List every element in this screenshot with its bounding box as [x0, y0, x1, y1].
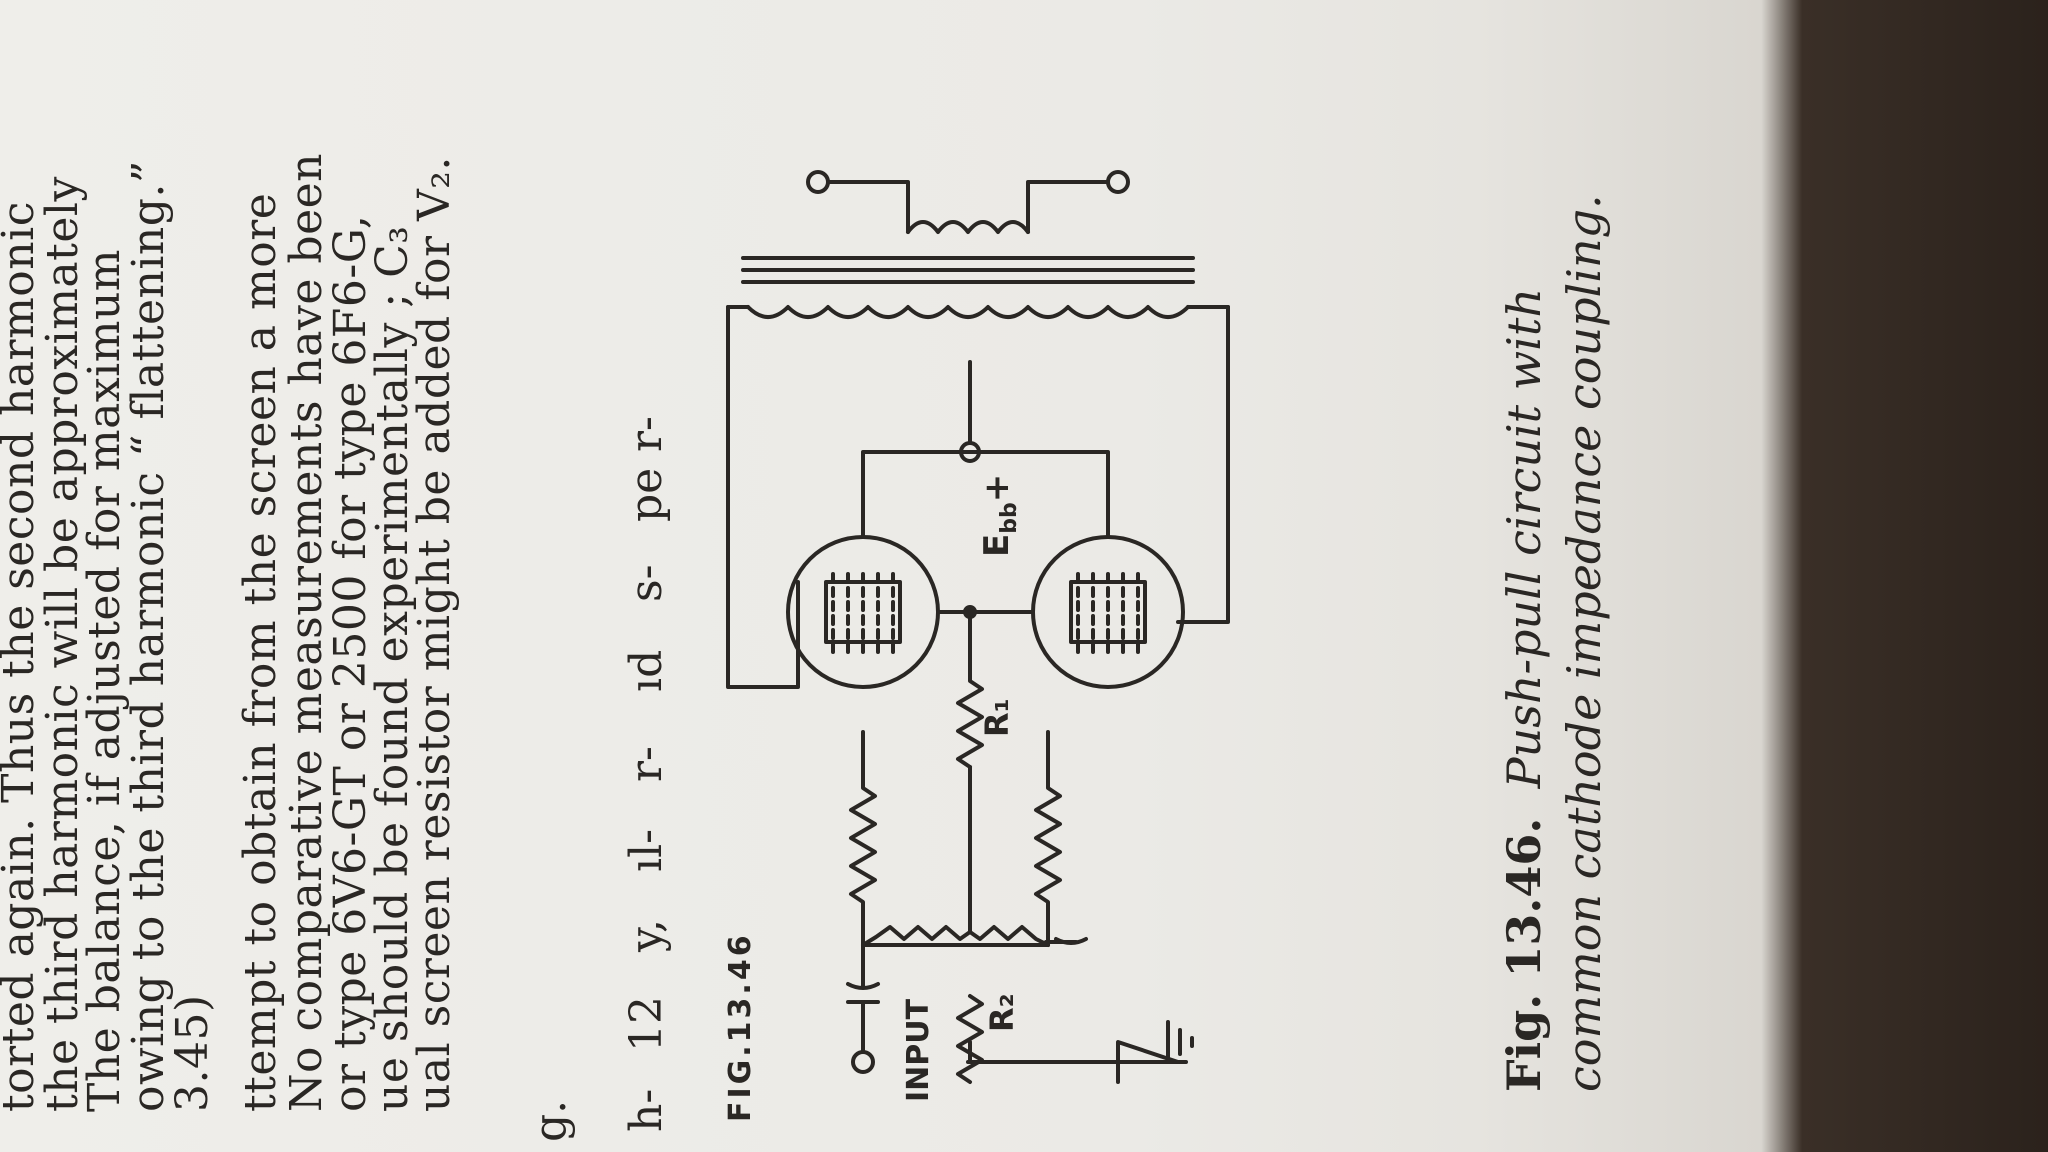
supply-subscript: bb [997, 502, 1022, 534]
figure-label: FIG.13.46 [723, 932, 758, 1122]
bypass-capacitor-curve [1054, 937, 1088, 945]
text-line-4: owing to the third harmonic “ flattening… [123, 160, 174, 1112]
supply-label: Ebb+ [977, 474, 1022, 557]
tube-v2-grids [1076, 570, 1140, 654]
transformer-core [741, 256, 1195, 284]
grid-divider-upper [861, 925, 972, 947]
r2-label: R₂ [983, 993, 1021, 1032]
input-label: INPUT [901, 998, 936, 1102]
output-terminal-2 [1106, 170, 1130, 194]
edge-fragment-6: r- [621, 746, 672, 782]
text-line-5: 3.45) [167, 994, 218, 1112]
edge-fragment-5: ıl- [621, 828, 672, 872]
cathode-junction [963, 605, 977, 619]
grid-resistor-2 [1034, 730, 1062, 947]
plate-lead-1 [726, 305, 800, 689]
transformer-secondary [906, 220, 1030, 234]
plate-lead-2 [1176, 305, 1230, 624]
input-terminal [851, 1050, 875, 1074]
transformer-primary [746, 305, 1190, 319]
edge-fragment-3: 12 [621, 996, 672, 1052]
edge-fragment-9: pe [621, 467, 672, 522]
book-page: torted again. Thus the second harmonic t… [0, 0, 1880, 1152]
supply-sign: + [977, 474, 1017, 503]
caption-text-1: Push-pull circuit with [1497, 288, 1551, 789]
edge-fragment-7: ıd [621, 649, 672, 692]
push-pull-circuit-diagram: INPUT FIG.13.46 R₁ R₂ Ebb+ [723, 170, 1230, 1122]
text-line-10: ual screen resistor might be added for V… [409, 156, 460, 1112]
tube-v2-plate [1069, 580, 1147, 644]
ground-symbol [1166, 1020, 1194, 1064]
secondary-leads [826, 180, 1110, 234]
grid-resistor-1 [849, 730, 877, 947]
r1-label: R₁ [978, 698, 1016, 737]
edge-fragment-10: r- [621, 416, 672, 452]
input-return [1116, 1040, 1180, 1084]
screen-bus [861, 450, 1110, 539]
text-line-6: ttempt to obtain from the screen a more [235, 192, 286, 1112]
edge-fragment-8: s- [621, 564, 672, 602]
tube-v1-grids [831, 570, 895, 654]
supply-letter: E [977, 534, 1017, 557]
figure-caption-line-1: Fig. 13.46. Push-pull circuit with [1496, 288, 1552, 1092]
edge-fragment-2: h- [621, 1088, 672, 1132]
r1-resistor [956, 610, 984, 769]
grid-divider-lower [968, 925, 1050, 947]
caption-number: Fig. 13.46. [1497, 817, 1551, 1092]
r2-resistor-left [956, 994, 984, 1084]
figure-caption-line-2: common cathode impedance coupling. [1557, 194, 1611, 1092]
edge-fragment-4: y, [621, 919, 672, 952]
output-terminal-1 [806, 170, 830, 194]
edge-fragment-1: g. [525, 1099, 576, 1142]
tube-v1-plate [824, 580, 902, 644]
